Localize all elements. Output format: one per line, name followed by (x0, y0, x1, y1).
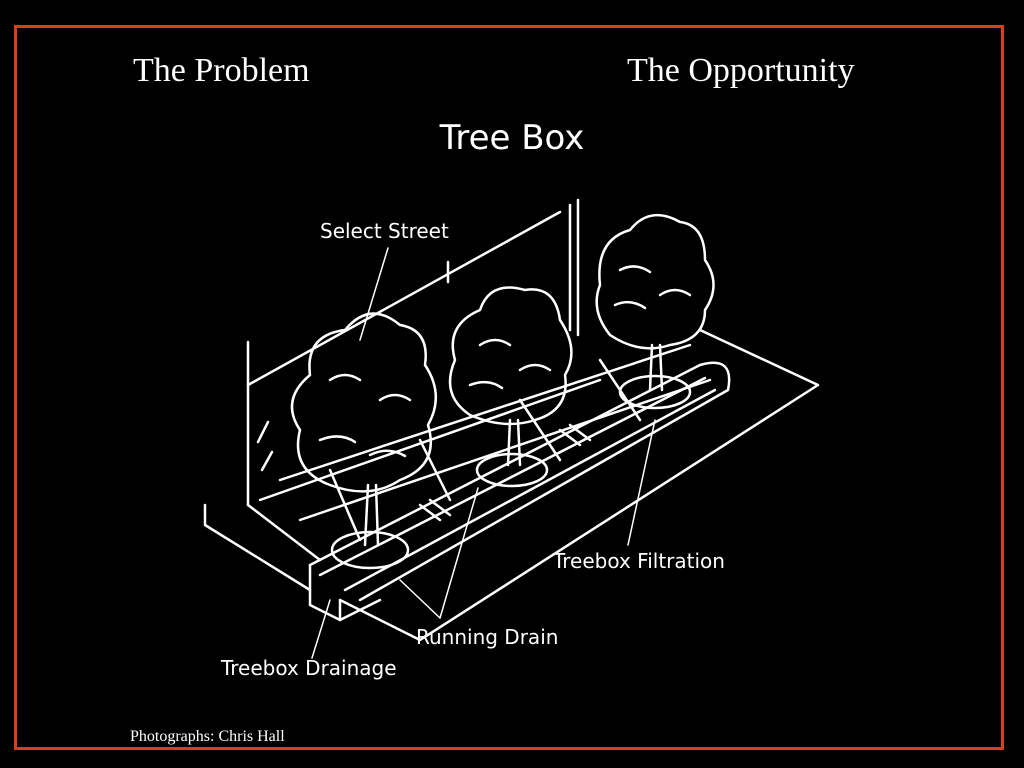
tree-boxes (330, 374, 692, 570)
callout-leaders (311, 247, 656, 659)
slide-title: Tree Box (439, 118, 585, 158)
building-wall (246, 198, 580, 507)
heading-the-problem: The Problem (133, 52, 310, 89)
slide-frame (14, 25, 1004, 750)
label-treebox-filtration: Treebox Filtration (553, 549, 725, 573)
tree-right (595, 213, 715, 392)
label-treebox-drainage: Treebox Drainage (221, 656, 397, 680)
heading-the-opportunity: The Opportunity (627, 52, 855, 89)
label-select-street: Select Street (320, 219, 449, 243)
running-drain (308, 361, 731, 622)
tree-left (290, 312, 438, 547)
tree-middle (448, 286, 573, 467)
label-running-drain: Running Drain (416, 625, 559, 649)
photo-credit: Photographs: Chris Hall (130, 728, 285, 745)
sidewalk (203, 328, 820, 642)
